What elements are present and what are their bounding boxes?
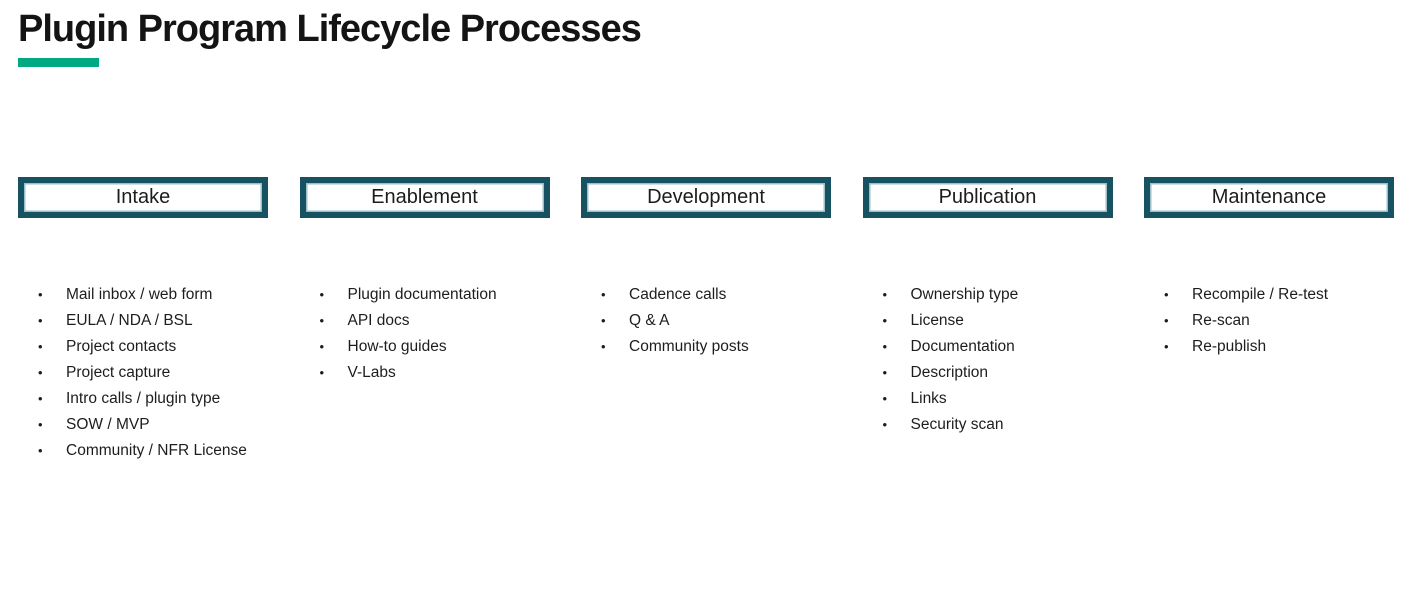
list-item: • Ownership type <box>863 282 1113 308</box>
stage-items-intake: • Mail inbox / web form • EULA / NDA / BSL… <box>18 282 268 464</box>
list-item-label: Mail inbox / web form <box>66 286 213 303</box>
list-item: • Security scan <box>863 412 1113 438</box>
list-item: • Cadence calls <box>581 282 831 308</box>
stage-items-maintenance: • Recompile / Re-test • Re-scan • Re-publis… <box>1144 282 1394 360</box>
list-item-label: SOW / MVP <box>66 416 150 433</box>
bullet-icon: • <box>882 287 888 302</box>
list-item-label: Plugin documentation <box>347 286 497 303</box>
stage-header-label: Development <box>647 186 765 208</box>
list-item-label: Cadence calls <box>629 286 727 303</box>
stage-items-enablement: • Plugin documentation • API docs • How-to … <box>300 282 550 386</box>
stage-header-label: Maintenance <box>1211 186 1327 208</box>
stage-column-intake: Intake • Mail inbox / web form • EULA / ND… <box>18 177 268 464</box>
bullet-icon: • <box>882 365 888 380</box>
list-item-label: Community / NFR License <box>66 442 247 459</box>
stage-header-intake: Intake <box>18 177 268 218</box>
list-item-label: API docs <box>347 312 410 329</box>
stage-header-label: Enablement <box>371 186 478 208</box>
list-item-label: License <box>910 312 964 329</box>
stage-column-publication: Publication • Ownership type • License • Do… <box>862 177 1113 464</box>
list-item: • Recompile / Re-test <box>1144 282 1394 308</box>
lifecycle-columns: Intake • Mail inbox / web form • EULA / ND… <box>18 177 1394 464</box>
title-underline <box>18 58 99 67</box>
stage-items-development: • Cadence calls • Q & A • Community posts <box>581 282 831 360</box>
list-item: • License <box>863 308 1113 334</box>
list-item-label: V-Labs <box>347 364 396 381</box>
bullet-icon: • <box>38 391 43 406</box>
stage-column-maintenance: Maintenance • Recompile / Re-test • Re-sca… <box>1144 177 1394 464</box>
list-item-label: Recompile / Re-test <box>1192 286 1329 303</box>
bullet-icon: • <box>601 313 606 328</box>
list-item: • Mail inbox / web form <box>18 282 268 308</box>
bullet-icon: • <box>38 287 43 302</box>
stage-header-enablement: Enablement <box>299 177 550 218</box>
list-item: • API docs <box>300 308 550 334</box>
stage-column-development: Development • Cadence calls • Q & A • Commu… <box>581 177 831 464</box>
bullet-icon: • <box>882 417 888 432</box>
stage-items-publication: •Ownership type •License •Documentation … <box>863 282 1113 438</box>
list-item-label: Re-publish <box>1192 338 1267 355</box>
stage-header-label: Intake <box>115 186 171 208</box>
list-item: • Community posts <box>581 334 831 360</box>
bullet-icon: • <box>601 339 606 354</box>
bullet-icon: • <box>882 313 888 328</box>
list-item: • SOW / MVP <box>18 412 268 438</box>
list-item-label: Q & A <box>629 312 670 329</box>
list-item-label: Description <box>910 364 989 381</box>
list-item: • Links <box>863 386 1113 412</box>
list-item-label: Community posts <box>629 338 749 355</box>
bullet-icon: • <box>601 287 606 302</box>
list-item-label: Project capture <box>66 364 171 381</box>
page-title: Plugin Program Lifecycle Processes <box>18 8 642 50</box>
list-item: • EULA / NDA / BSL <box>18 308 268 334</box>
bullet-icon: • <box>882 339 888 354</box>
bullet-icon: • <box>319 313 325 328</box>
list-item-label: Documentation <box>910 338 1015 355</box>
list-item: • Community / NFR License <box>18 438 268 464</box>
list-item-label: Links <box>910 390 947 407</box>
bullet-icon: • <box>1164 313 1169 328</box>
bullet-icon: • <box>1164 287 1169 302</box>
stage-header-label: Publication <box>938 186 1037 208</box>
list-item-label: Re-scan <box>1192 312 1250 329</box>
list-item-label: Security scan <box>910 416 1004 433</box>
list-item-label: EULA / NDA / BSL <box>66 312 193 329</box>
list-item: • Re-scan <box>1144 308 1394 334</box>
stage-header-publication: Publication <box>862 177 1113 218</box>
list-item: • Plugin documentation <box>300 282 550 308</box>
list-item: • Project capture <box>18 360 268 386</box>
list-item-label: Project contacts <box>66 338 177 355</box>
bullet-icon: • <box>319 287 325 302</box>
list-item-label: Ownership type <box>910 286 1019 303</box>
stage-column-enablement: Enablement • Plugin documentation • API do… <box>299 177 550 464</box>
bullet-icon: • <box>38 313 43 328</box>
bullet-icon: • <box>38 417 43 432</box>
bullet-icon: • <box>1164 339 1169 354</box>
list-item: • Description <box>863 360 1113 386</box>
list-item-label: Intro calls / plugin type <box>66 390 221 407</box>
bullet-icon: • <box>319 339 325 354</box>
stage-header-maintenance: Maintenance <box>1144 177 1394 218</box>
bullet-icon: • <box>882 391 888 406</box>
list-item: • Project contacts <box>18 334 268 360</box>
bullet-icon: • <box>319 365 325 380</box>
list-item: • V-Labs <box>300 360 550 386</box>
bullet-icon: • <box>38 443 43 458</box>
list-item: • Intro calls / plugin type <box>18 386 268 412</box>
stage-header-development: Development <box>581 177 831 218</box>
list-item: • Re-publish <box>1144 334 1394 360</box>
bullet-icon: • <box>38 339 43 354</box>
list-item: • Documentation <box>863 334 1113 360</box>
bullet-icon: • <box>38 365 43 380</box>
list-item: • How-to guides <box>300 334 550 360</box>
list-item-label: How-to guides <box>347 338 447 355</box>
list-item: • Q & A <box>581 308 831 334</box>
